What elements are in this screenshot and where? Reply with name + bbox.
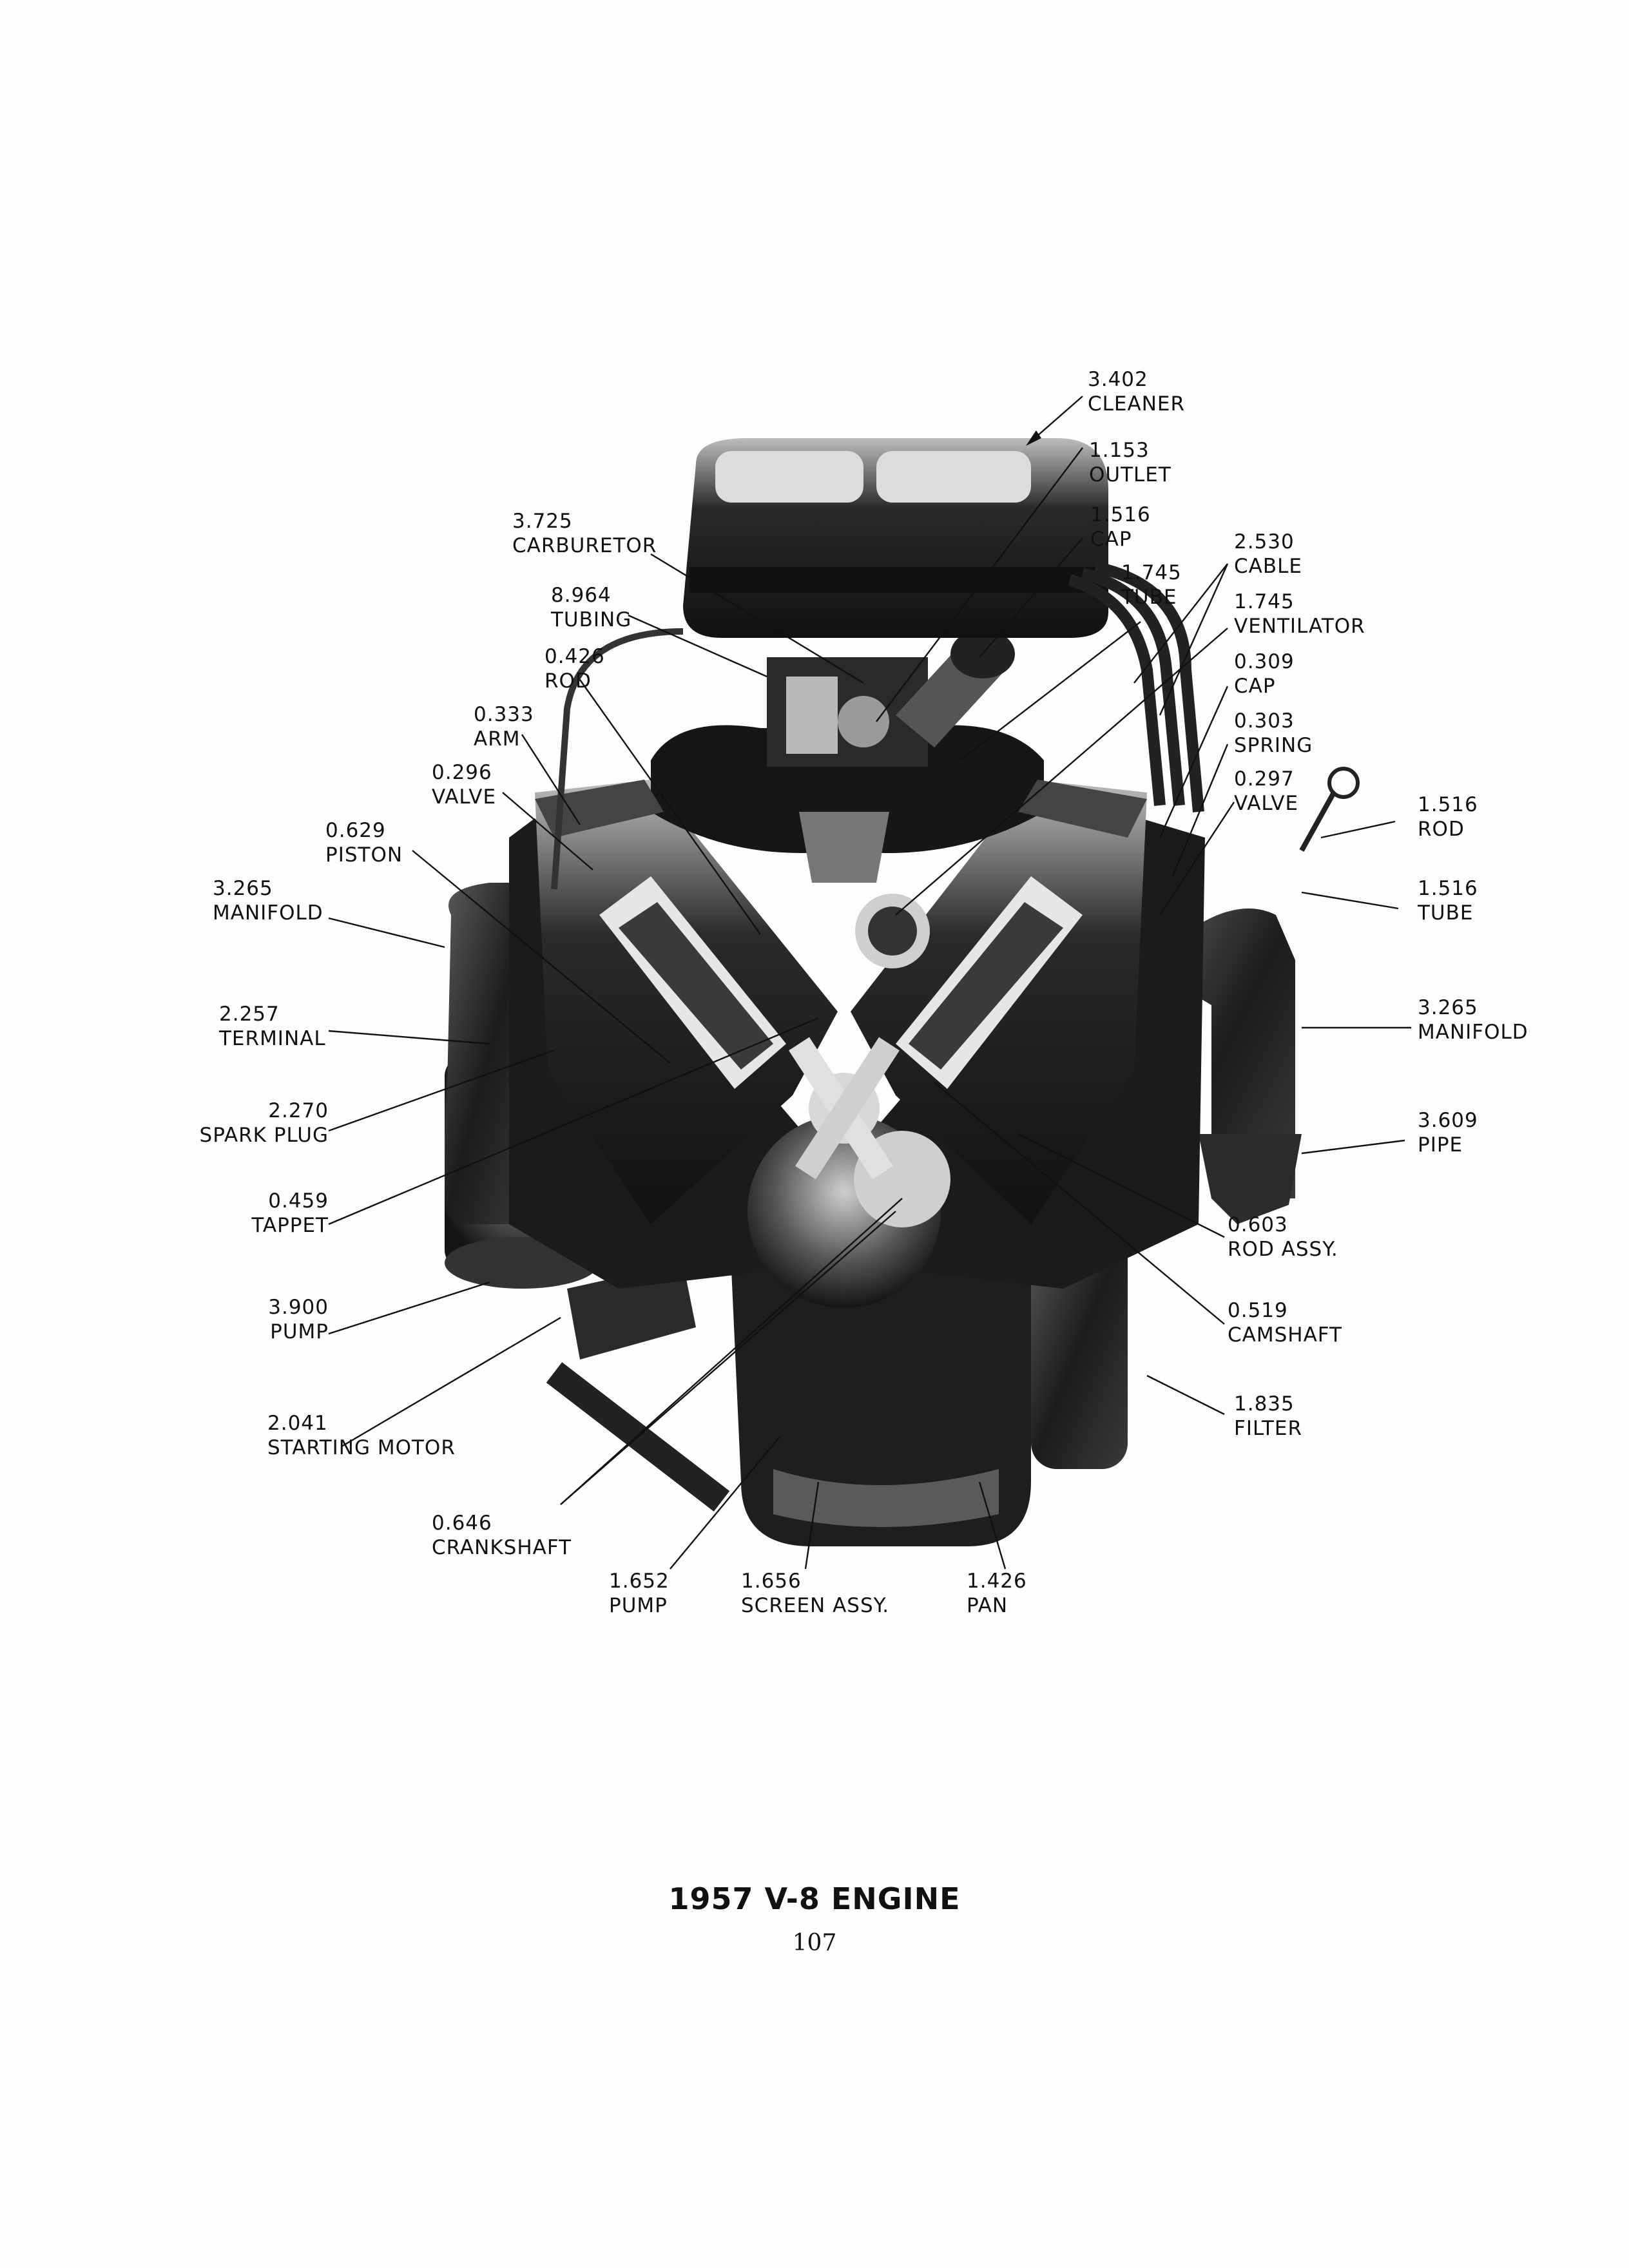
- figure-caption: 1957 V-8 ENGINE: [668, 1881, 961, 1916]
- leader-lines: [328, 396, 1411, 1570]
- engine-drawing: [445, 438, 1360, 1546]
- page-number: 107: [792, 1930, 837, 1956]
